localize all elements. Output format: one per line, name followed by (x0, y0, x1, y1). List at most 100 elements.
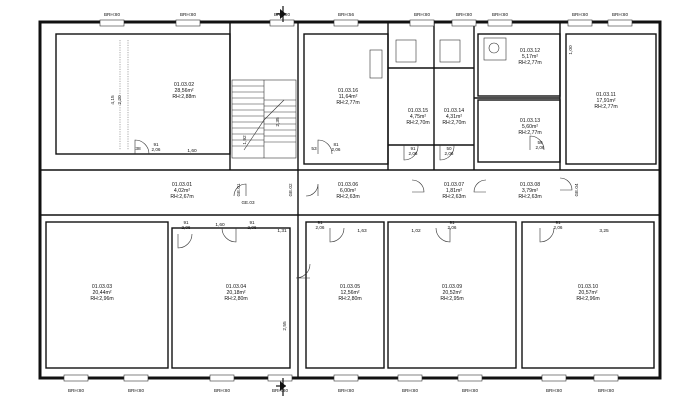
room-id: 01.03.05 (340, 284, 360, 290)
dim-53: 53 (311, 146, 317, 152)
top-window (409, 19, 435, 27)
room-box-010312 (477, 33, 561, 97)
room-height: RH:2,95m (440, 296, 463, 302)
dim-2-55: 2,55 (282, 321, 288, 331)
room-area: 28,56m² (174, 88, 193, 94)
room-height: RH:2,77m (518, 130, 541, 136)
room-area: 4,02m² (174, 188, 190, 194)
room-height: RH:2,63m (336, 194, 359, 200)
dim-1-00: 1,00 (568, 45, 574, 55)
room-area: 20,18m² (226, 290, 245, 296)
room-area: 20,44m² (92, 290, 111, 296)
door-arc-11 (177, 233, 193, 249)
room-height: RH:2,77m (336, 100, 359, 106)
dim-4-15: 4,15 (110, 95, 116, 105)
ge02-label: GE.02 (288, 183, 293, 196)
door-arc-13 (295, 263, 311, 279)
dim-1-60b: 1,60 (215, 222, 225, 228)
room-area: 17,91m² (596, 98, 615, 104)
room-area: 4,31m² (446, 114, 462, 120)
top-window-label: BRH:80 (492, 12, 509, 17)
room-box-010309 (387, 221, 517, 369)
ge-labels: GE.03 GE.02 GE.01 GE.04 (236, 183, 579, 205)
door-arc-1 (134, 139, 150, 155)
room-area: 1,81m² (446, 188, 462, 194)
door-arc-15 (435, 227, 451, 243)
bottom-window (209, 374, 235, 382)
dim-1-60: 1,60 (187, 148, 197, 154)
bottom-window (457, 374, 483, 382)
top-window-label: BRH:80 (414, 12, 431, 17)
room-box-010304 (171, 227, 291, 369)
door-arc-16 (539, 227, 555, 243)
ge04-label: GE.04 (574, 183, 579, 196)
room-id: 01.03.04 (226, 284, 246, 290)
bottom-window-label: BRH:80 (598, 388, 615, 393)
room-area: 3,79m² (522, 188, 538, 194)
room-area: 6,00m² (340, 188, 356, 194)
dim-2-35: 2,35 (275, 117, 281, 127)
room-id: 01.03.03 (92, 284, 112, 290)
room-height: RH:2,70m (406, 120, 429, 126)
room-area: 5,60m² (522, 124, 538, 130)
dim-2-20: 2,20 (117, 95, 123, 105)
room-area: 20,57m² (578, 290, 597, 296)
room-height: RH:2,77m (518, 60, 541, 66)
section-arrow-bottom (276, 378, 286, 396)
bottom-window (541, 374, 567, 382)
room-id: 01.03.14 (444, 108, 464, 114)
door-arc-4 (439, 144, 455, 161)
door-arc-10 (559, 177, 573, 191)
room-height: RH:2,88m (172, 94, 195, 100)
room-height: RH:2,96m (576, 296, 599, 302)
bottom-window-label: BRH:80 (68, 388, 85, 393)
door-arc-9 (473, 179, 487, 193)
dim-38: 38 (135, 146, 141, 152)
kitchen-sink (369, 49, 383, 79)
dim-1-31: 1,31 (277, 228, 287, 234)
ge03-label: GE.03 (241, 200, 254, 205)
toilet-fixture-1 (395, 39, 417, 63)
room-id: 01.03.01 (172, 182, 192, 188)
room-area: 20,52m² (442, 290, 461, 296)
room-id: 01.03.09 (442, 284, 462, 290)
dim-1-63: 1,63 (357, 228, 367, 234)
bottom-window (123, 374, 149, 382)
bottom-window-label: BRH:80 (546, 388, 563, 393)
room-height: RH:2,67m (170, 194, 193, 200)
top-window (333, 19, 359, 27)
room-box-010316 (303, 33, 389, 165)
room-box-010310 (521, 221, 655, 369)
outer-wall (38, 20, 662, 380)
shower-fixture (483, 37, 507, 61)
bottom-window (63, 374, 89, 382)
bottom-window-label: BRH:80 (338, 388, 355, 393)
room-height: RH:2,77m (594, 104, 617, 110)
room-id: 01.03.12 (520, 48, 540, 54)
bottom-window-label: BRH:80 (402, 388, 419, 393)
door-arc-7 (305, 183, 319, 197)
room-area: 11,64m² (339, 94, 358, 100)
room-id: 01.03.10 (578, 284, 598, 290)
bottom-window-label: BRH:80 (462, 388, 479, 393)
top-window (269, 19, 295, 27)
top-window-label: BRH:56 (338, 12, 355, 17)
